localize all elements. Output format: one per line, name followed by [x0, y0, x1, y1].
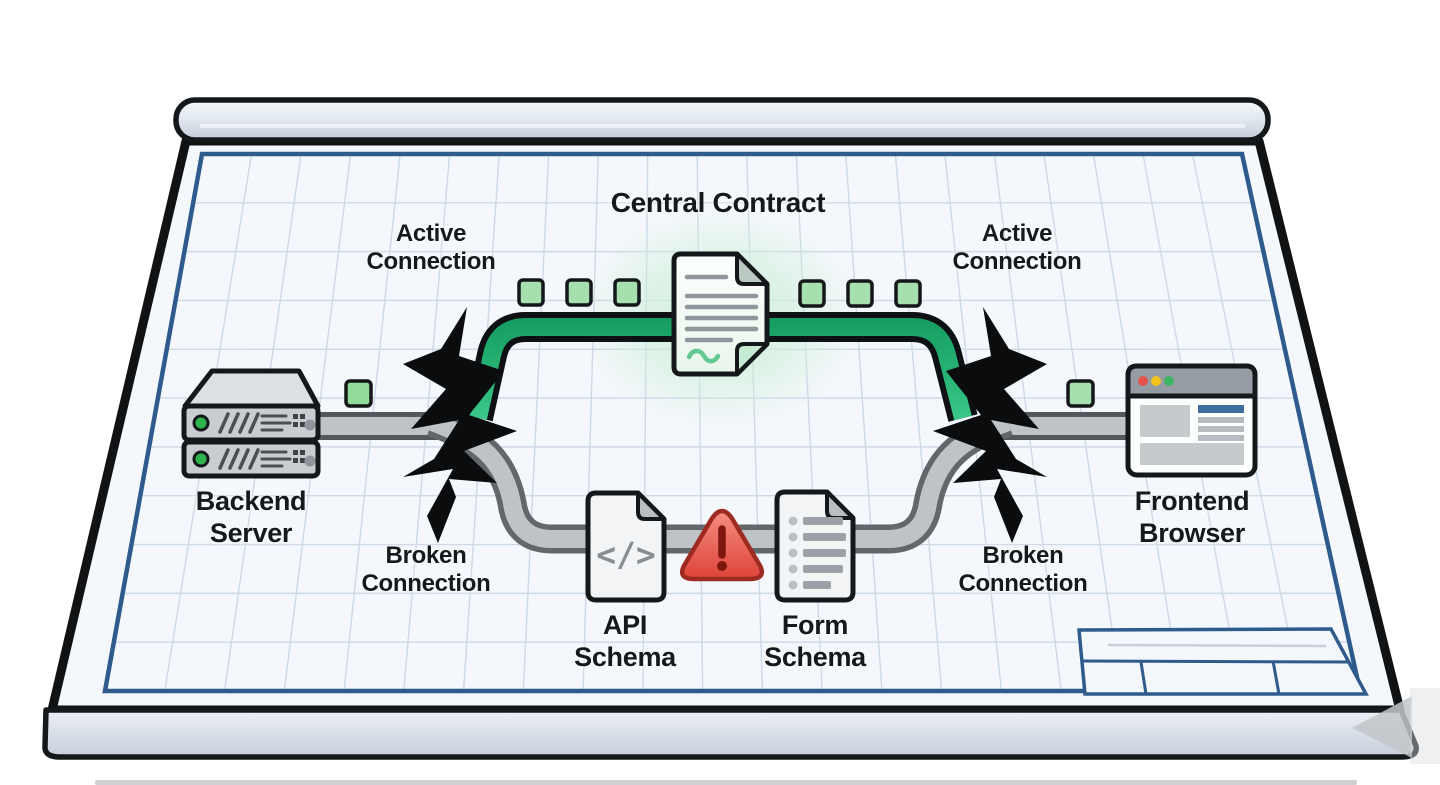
browser-titlebar [1125, 363, 1258, 399]
title-block [1077, 627, 1369, 696]
api-schema-document-icon: </> [585, 490, 667, 603]
browser-content [1140, 405, 1244, 465]
board-bottom-lip [42, 707, 1419, 760]
lightning-break-icon-left [403, 307, 517, 543]
fold-corner-top [735, 252, 769, 286]
label-api-schema: API Schema [574, 610, 676, 672]
code-glyph: </> [596, 535, 656, 574]
label-frontend-browser: Frontend Browser [1134, 486, 1250, 548]
browser-icon [1125, 363, 1258, 478]
browser-dot-green [1164, 376, 1174, 386]
form-schema-document-icon [774, 489, 856, 603]
browser-dot-red [1138, 376, 1148, 386]
packet-marker [846, 279, 874, 308]
label-broken-connection-left: Broken Connection [361, 542, 491, 598]
packet-marker [798, 279, 826, 308]
packet-marker [565, 278, 593, 307]
packet-markers [344, 278, 1095, 408]
signature-squiggle [686, 348, 721, 364]
packet-marker [894, 279, 922, 308]
packet-marker [613, 278, 641, 307]
roller-bar [173, 97, 1271, 143]
watermark [1352, 688, 1440, 764]
label-active-connection-left: Active Connection [366, 220, 496, 276]
central-contract-document-icon [671, 251, 770, 377]
packet-marker [344, 379, 373, 408]
title-block-faint-line [1107, 643, 1327, 648]
packet-marker [517, 278, 545, 307]
fold-corner-bottom [735, 342, 769, 376]
warning-icon [679, 508, 765, 582]
bottom-shadow [95, 780, 1357, 785]
label-active-connection-right: Active Connection [952, 220, 1082, 276]
label-form-schema: Form Schema [764, 610, 866, 672]
server-icon [181, 368, 321, 479]
fold-corner [636, 491, 666, 521]
lightning-break-icon-right [933, 307, 1047, 543]
server-unit-details [192, 412, 316, 470]
label-broken-connection-right: Broken Connection [958, 542, 1088, 598]
diagram-title: Central Contract [610, 187, 826, 218]
contract-text-lines [684, 274, 759, 343]
form-list-rows [788, 516, 846, 590]
packet-marker [1066, 379, 1095, 408]
browser-dot-yellow [1151, 376, 1161, 386]
label-backend-server: Backend Server [195, 486, 307, 548]
